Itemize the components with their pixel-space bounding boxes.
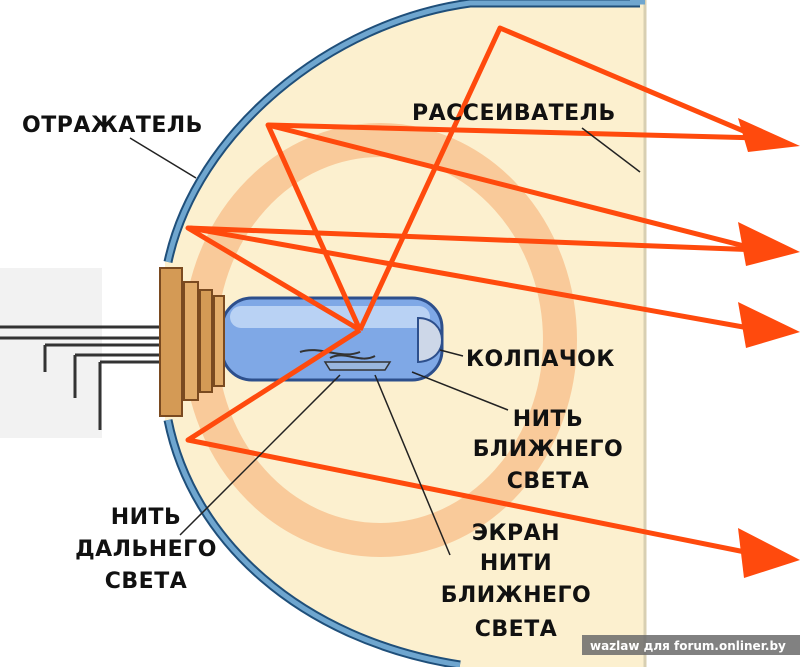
- label-reflector: ОТРАЖАТЕЛЬ: [22, 113, 203, 138]
- bulb-glass-highlight: [230, 306, 430, 328]
- leader-lines: [129, 127, 641, 556]
- bulb-socket: [159, 267, 225, 417]
- watermark-bg: [582, 635, 800, 655]
- low-beam-shield: [323, 361, 392, 371]
- label-low-beam-shield-line-4: СВЕТА: [475, 617, 557, 642]
- label-low-beam-shield-line-2: НИТИ: [480, 551, 552, 576]
- watermark: wazlaw для forum.onliner.by: [590, 639, 786, 653]
- reflector-outline-inner: [165, 0, 640, 263]
- label-low-beam-filament-line-2: БЛИЖНЕГО: [473, 437, 624, 462]
- bulb-cap: [417, 316, 443, 364]
- ray-arrowheads: [738, 118, 800, 578]
- high-beam-filament: [299, 349, 361, 356]
- light-rays: [185, 25, 761, 558]
- label-cap: КОЛПАЧОК: [466, 347, 615, 372]
- label-low-beam-shield-line-3: БЛИЖНЕГО: [441, 583, 592, 608]
- label-high-beam-filament-line-2: ДАЛЬНЕГО: [75, 537, 217, 562]
- label-high-beam-filament-line-3: СВЕТА: [105, 569, 187, 594]
- wires: [0, 325, 172, 430]
- label-diffuser: РАССЕИВАТЕЛЬ: [412, 101, 616, 126]
- connector-block: [0, 268, 102, 438]
- label-low-beam-filament-line-1: НИТЬ: [513, 407, 584, 432]
- low-beam-filament: [329, 354, 376, 360]
- label-low-beam-filament-line-3: СВЕТА: [507, 469, 589, 494]
- reflector-lower-outline-inner: [165, 419, 461, 667]
- label-high-beam-filament-line-1: НИТЬ: [111, 505, 182, 530]
- label-low-beam-shield-line-1: ЭКРАН: [472, 521, 560, 546]
